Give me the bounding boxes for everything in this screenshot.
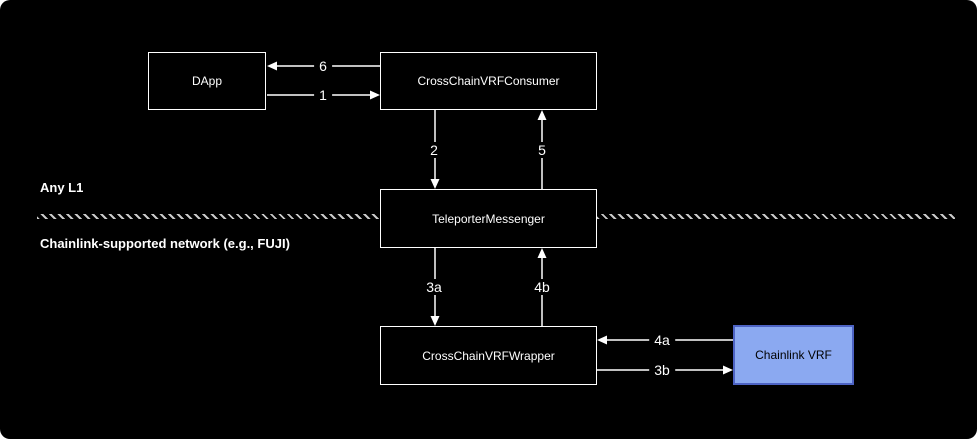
edge-4b-arrowhead — [537, 248, 547, 258]
edge-label-1: 1 — [314, 87, 332, 103]
node-teleporter-messenger-label: TeleporterMessenger — [432, 211, 545, 226]
edge-4a-arrowhead — [597, 335, 607, 345]
edge-5-arrowhead — [537, 110, 547, 120]
node-teleporter-messenger: TeleporterMessenger — [380, 189, 597, 248]
node-crosschain-vrf-consumer-label: CrossChainVRFConsumer — [417, 74, 560, 88]
edge-6-arrowhead — [267, 61, 277, 71]
edge-label-4a: 4a — [649, 332, 675, 348]
node-dapp-label: DApp — [191, 74, 223, 88]
edge-label-5: 5 — [533, 142, 551, 158]
node-crosschain-vrf-consumer: CrossChainVRFConsumer — [380, 52, 597, 110]
edge-label-2: 2 — [425, 142, 443, 158]
region-label-any-l1: Any L1 — [40, 180, 84, 195]
edge-2-arrowhead — [430, 179, 440, 189]
edge-1-arrowhead — [370, 90, 380, 100]
node-chainlink-vrf: Chainlink VRF — [733, 325, 854, 385]
node-crosschain-vrf-wrapper-label: CrossChainVRFWrapper — [422, 348, 555, 363]
node-chainlink-vrf-label: Chainlink VRF — [755, 348, 832, 362]
edge-label-3a: 3a — [421, 279, 447, 295]
edge-label-3b: 3b — [649, 362, 675, 378]
edge-label-6: 6 — [314, 58, 332, 74]
node-crosschain-vrf-wrapper: CrossChainVRFWrapper — [380, 326, 597, 385]
edge-3a-arrowhead — [430, 316, 440, 326]
node-dapp: DApp — [148, 52, 266, 110]
region-label-chainlink-network: Chainlink-supported network (e.g., FUJI) — [40, 236, 290, 251]
edge-label-4b: 4b — [529, 279, 555, 295]
edge-3b-arrowhead — [723, 365, 733, 375]
